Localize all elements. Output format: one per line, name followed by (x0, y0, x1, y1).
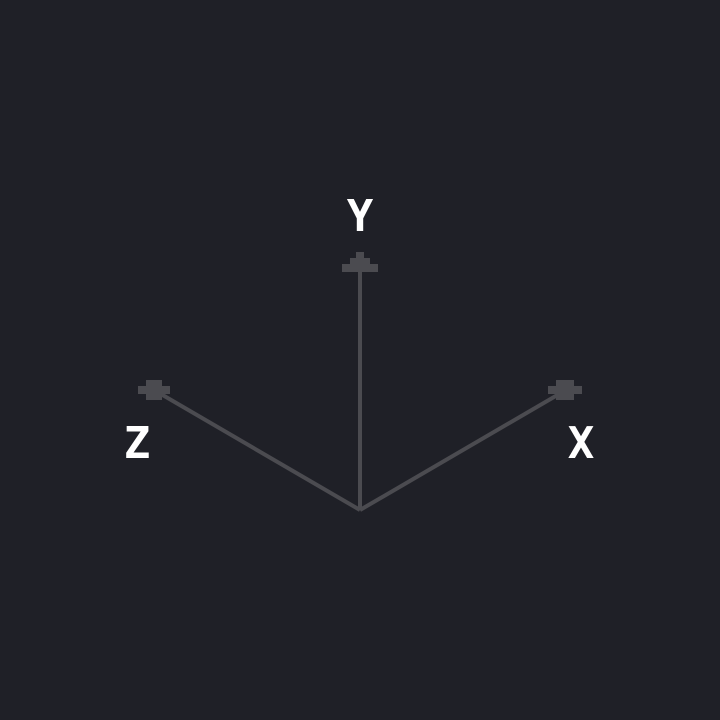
y-axis-label: Y (347, 191, 374, 242)
z-axis-label: Z (124, 418, 151, 469)
z-axis-tick (138, 380, 170, 400)
y-axis (342, 252, 378, 510)
x-axis-line (358, 388, 568, 512)
y-axis-tick (342, 252, 378, 272)
z-axis-line (152, 388, 362, 512)
z-axis (138, 380, 362, 512)
x-axis-tick (548, 380, 582, 400)
x-axis-label: X (568, 418, 595, 469)
x-axis (358, 380, 582, 512)
